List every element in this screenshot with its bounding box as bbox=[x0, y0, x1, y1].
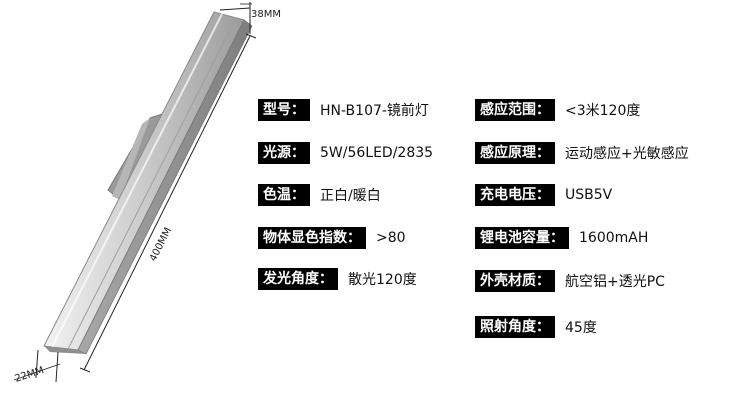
spec-label: 照射角度： bbox=[475, 316, 555, 338]
spec-label: 感应范围： bbox=[475, 99, 555, 121]
spec-value: <3米120度 bbox=[565, 103, 641, 119]
spec-row-illumination-angle: 照射角度： 45度 bbox=[475, 316, 597, 338]
spec-label: 发光角度： bbox=[258, 268, 338, 290]
spec-value: 正白/暖白 bbox=[320, 188, 381, 204]
spec-label: 型号： bbox=[258, 99, 310, 121]
spec-row-sensing-range: 感应范围： <3米120度 bbox=[475, 99, 640, 121]
spec-value: HN-B107-镜前灯 bbox=[320, 103, 429, 119]
spec-row-model: 型号： HN-B107-镜前灯 bbox=[258, 99, 429, 121]
spec-label: 色温： bbox=[258, 184, 310, 206]
spec-label: 感应原理： bbox=[475, 142, 555, 164]
width-dimension: 38MM bbox=[219, 2, 281, 34]
spec-row-light-source: 光源： 5W/56LED/2835 bbox=[258, 142, 433, 164]
length-dimension: 400MM bbox=[79, 33, 257, 373]
lamp-body bbox=[43, 11, 253, 355]
lamp-illustration: 38MM 400MM 22MM bbox=[14, 2, 281, 385]
spec-row-beam-angle: 发光角度： 散光120度 bbox=[258, 268, 417, 290]
spec-row-sensing-principle: 感应原理： 运动感应+光敏感应 bbox=[475, 142, 689, 164]
width-dimension-label: 38MM bbox=[251, 9, 281, 20]
spec-value: 航空铝+透光PC bbox=[565, 274, 665, 290]
spec-value: 1600mAH bbox=[579, 230, 649, 246]
spec-label: 物体显色指数： bbox=[258, 227, 366, 249]
spec-row-battery-capacity: 锂电池容量： 1600mAH bbox=[475, 227, 648, 249]
spec-value: >80 bbox=[376, 230, 406, 246]
spec-label: 光源： bbox=[258, 142, 310, 164]
spec-value: 45度 bbox=[565, 320, 597, 336]
length-dimension-label: 400MM bbox=[148, 226, 174, 263]
spec-row-color-temperature: 色温： 正白/暖白 bbox=[258, 184, 381, 206]
spec-label: 充电电压： bbox=[475, 184, 555, 206]
spec-row-color-rendering-index: 物体显色指数： >80 bbox=[258, 227, 406, 249]
spec-value: 运动感应+光敏感应 bbox=[565, 146, 689, 162]
spec-value: 5W/56LED/2835 bbox=[320, 145, 434, 161]
depth-dimension: 22MM bbox=[14, 349, 61, 385]
spec-label: 锂电池容量： bbox=[475, 227, 569, 249]
spec-label: 外壳材质： bbox=[475, 270, 555, 292]
spec-value: USB5V bbox=[565, 187, 613, 203]
spec-value: 散光120度 bbox=[348, 272, 417, 288]
spec-row-charging-voltage: 充电电压： USB5V bbox=[475, 184, 612, 206]
depth-dimension-label: 22MM bbox=[14, 365, 46, 385]
spec-row-housing-material: 外壳材质： 航空铝+透光PC bbox=[475, 270, 665, 292]
